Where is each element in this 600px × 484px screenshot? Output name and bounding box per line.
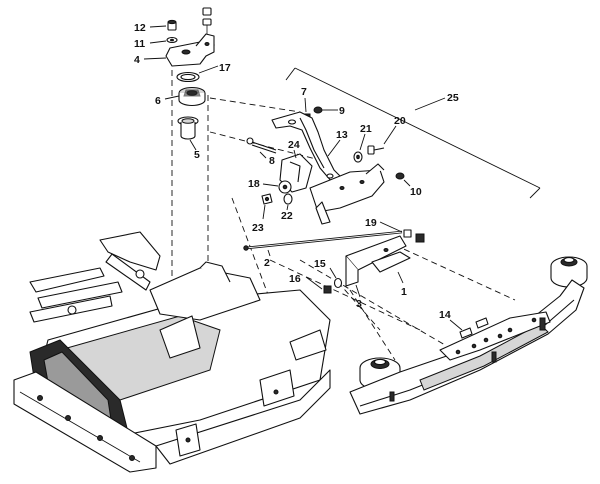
callout-8: 8 <box>269 155 275 167</box>
callout-17: 17 <box>219 62 231 74</box>
arm-13 <box>271 111 343 183</box>
bolts-14 <box>459 317 489 339</box>
washer-11 <box>166 36 178 44</box>
washer-15 <box>333 277 343 289</box>
callout-10: 10 <box>410 186 422 198</box>
rod-2 <box>243 230 403 251</box>
callout-3: 3 <box>356 298 362 310</box>
nut-23 <box>261 193 273 205</box>
callout-25: 25 <box>447 92 459 104</box>
bolt-19 <box>403 229 425 243</box>
callout-16: 16 <box>289 273 301 285</box>
callout-5: 5 <box>194 149 200 161</box>
arm-assembly <box>243 97 425 298</box>
callout-6: 6 <box>155 95 161 107</box>
bushing-5 <box>177 116 199 140</box>
callout-4: 4 <box>134 54 140 66</box>
mower-deck <box>13 231 331 473</box>
bracket-3 <box>345 235 411 287</box>
callout-labels: 12 11 4 17 6 5 7 9 25 13 21 20 8 24 18 1… <box>134 22 459 321</box>
callout-15: 15 <box>314 258 326 270</box>
bolt-20 <box>367 145 385 155</box>
callout-12: 12 <box>134 22 146 34</box>
callout-1: 1 <box>401 286 407 298</box>
pin-8 <box>246 137 277 154</box>
callout-24: 24 <box>288 139 300 151</box>
callout-2: 2 <box>264 257 270 269</box>
front-bumper-assembly <box>349 256 588 415</box>
ring-17 <box>176 71 200 83</box>
hardware-stack-top <box>143 7 219 151</box>
washer-21 <box>353 151 363 163</box>
washer-18 <box>278 180 292 194</box>
callout-18: 18 <box>248 178 260 190</box>
callout-11: 11 <box>134 38 145 50</box>
callout-14: 14 <box>439 309 451 321</box>
callout-13: 13 <box>336 129 348 141</box>
bearing-6 <box>178 87 206 107</box>
bolt-16 <box>323 285 332 294</box>
callout-7: 7 <box>301 86 307 98</box>
center-bracket <box>309 163 385 225</box>
nut-10 <box>395 172 405 180</box>
callout-19: 19 <box>365 217 377 229</box>
washer-22 <box>283 193 293 205</box>
bolt-top-right <box>202 7 212 38</box>
callout-22: 22 <box>281 210 293 222</box>
callout-23: 23 <box>252 222 264 234</box>
callout-9: 9 <box>339 105 345 117</box>
group-bracket-25 <box>285 67 541 199</box>
nut-9 <box>313 106 323 114</box>
callout-20: 20 <box>394 115 406 127</box>
callout-21: 21 <box>360 123 372 135</box>
nut-12 <box>167 19 177 31</box>
bracket-4 <box>165 33 215 67</box>
